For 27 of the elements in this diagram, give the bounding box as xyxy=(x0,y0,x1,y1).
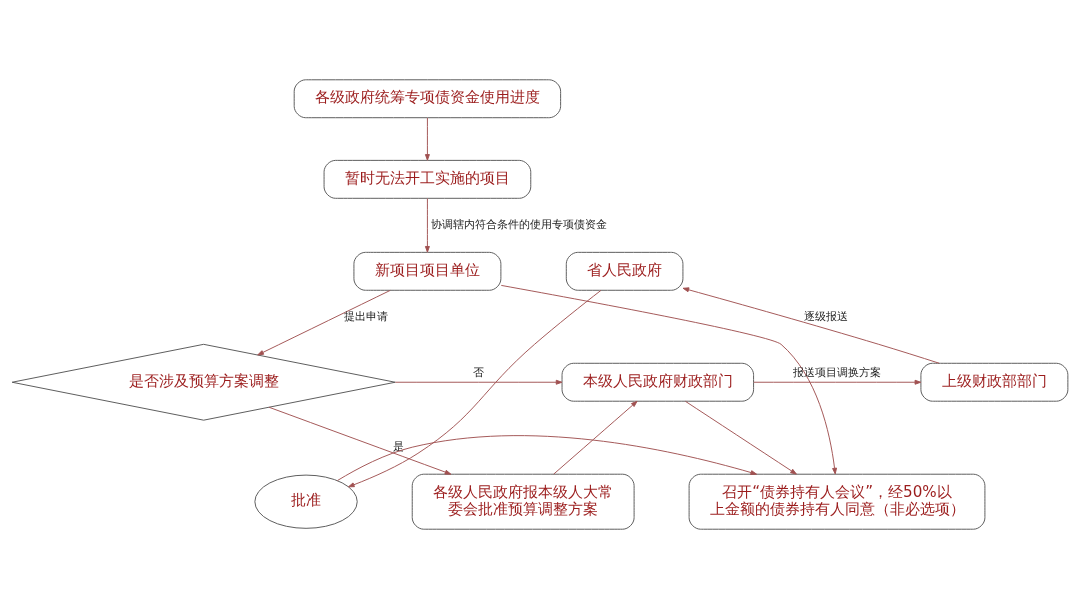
edge-label: 是 xyxy=(392,438,404,453)
node-box: 暂时无法开工实施的项目 xyxy=(323,159,532,199)
edge-label: 报送项目调换方案 xyxy=(793,364,882,379)
arrow xyxy=(268,406,452,475)
arrow xyxy=(424,116,430,161)
node-box: 召开“债券持有人会议”，经50%以上金额的债券持有人同意（非必选项） xyxy=(688,473,986,530)
node-diamond: 是否涉及预算方案调整 xyxy=(11,343,396,421)
edge-label: 否 xyxy=(473,364,485,379)
arrow xyxy=(424,197,430,253)
arrow xyxy=(684,400,797,475)
edge-label: 协调辖内符合条件的使用专项债资金 xyxy=(430,216,607,231)
arrow xyxy=(347,289,602,487)
edge-label: 提出申请 xyxy=(344,308,389,323)
arrow xyxy=(753,379,922,385)
node-box: 新项目项目单位 xyxy=(353,251,502,291)
node-box: 本级人民政府财政部门 xyxy=(561,362,755,402)
arrow xyxy=(337,434,758,481)
node-box: 省人民政府 xyxy=(565,251,684,291)
arrow xyxy=(500,284,838,474)
arrow xyxy=(682,286,940,364)
edge-label: 逐级报送 xyxy=(804,308,849,323)
arrow xyxy=(257,289,391,355)
node-box: 各级人民政府报本级人大常委会批准预算调整方案 xyxy=(411,473,635,530)
node-box: 上级财政部部门 xyxy=(920,362,1069,402)
node-box: 各级政府统筹专项债资金使用进度 xyxy=(293,78,562,118)
arrow xyxy=(553,400,638,475)
arrow xyxy=(394,379,563,385)
